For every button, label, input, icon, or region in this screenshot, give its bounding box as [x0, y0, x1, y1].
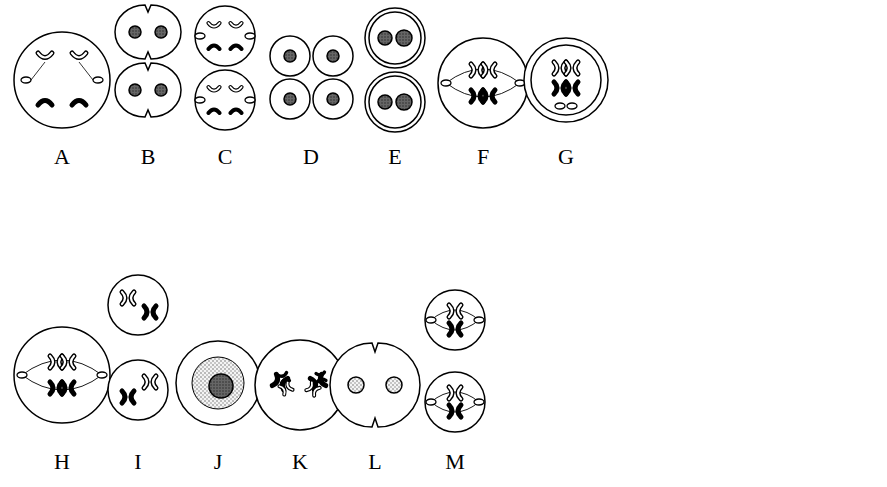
stage-letter: H	[54, 451, 70, 473]
stage-letter: I	[134, 451, 141, 473]
stage-letter: A	[54, 146, 70, 168]
cell-m	[425, 290, 485, 432]
cell-i	[108, 275, 168, 420]
cell-e	[365, 8, 425, 132]
cell-g	[524, 38, 608, 122]
stage-letter: K	[292, 451, 308, 473]
cell-b	[115, 5, 181, 117]
stage-letter: G	[558, 146, 574, 168]
cell-j	[176, 341, 260, 425]
stage-letter: E	[388, 146, 401, 168]
stage-letter: D	[303, 146, 319, 168]
cell-d	[270, 36, 353, 119]
cell-c	[195, 6, 255, 130]
stage-letter: B	[141, 146, 156, 168]
cell-h	[14, 327, 110, 423]
stage-letter: L	[368, 451, 381, 473]
cell-l	[330, 343, 420, 427]
stage-letter: J	[214, 451, 223, 473]
cell-a	[14, 32, 110, 128]
cell-f	[438, 38, 528, 128]
stage-letter: C	[218, 146, 233, 168]
stage-letter: M	[445, 451, 465, 473]
stage-letter: F	[477, 146, 489, 168]
